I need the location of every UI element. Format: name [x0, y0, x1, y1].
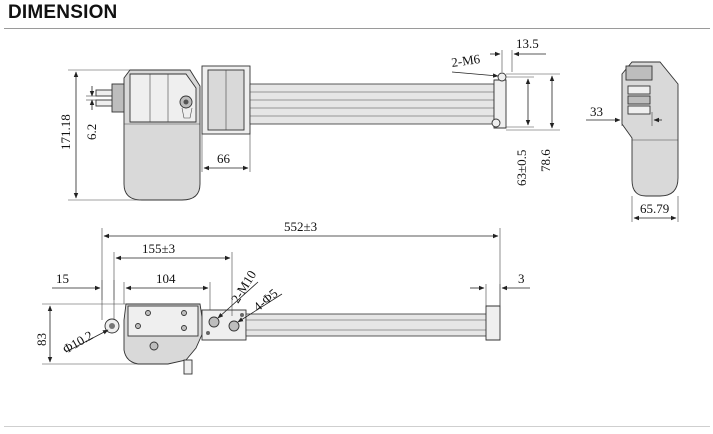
dim-end-height: 78.6: [538, 149, 553, 172]
side-housing: [621, 61, 679, 197]
dim-stroke-length: 552±3: [284, 219, 317, 234]
dim-mount-hole: 2-M6: [450, 51, 481, 70]
dim-width: 65.79: [640, 201, 669, 216]
side-vent-lower: [627, 105, 651, 115]
front-motor-cover: [127, 305, 199, 337]
mount-hole-lower: [491, 118, 501, 128]
dim-overall-height: 171.18: [58, 114, 73, 150]
side-vent-middle: [627, 95, 651, 105]
front-view: 552±3 155±3 104 15 83 Φ10.2 2-M10 4-Φ5: [34, 219, 530, 375]
dim-hole-spacing: 13.5: [516, 36, 539, 51]
page-title: DIMENSION: [8, 2, 118, 23]
dim-end-tab: 3: [518, 271, 525, 286]
front-rod-end: [485, 305, 501, 341]
mount-hole-upper: [497, 72, 507, 82]
dim-base-length: 155±3: [142, 241, 175, 256]
dim-motor-length: 104: [156, 271, 176, 286]
dim-height: 83: [34, 333, 49, 346]
side-view: 33 65.79: [586, 61, 679, 222]
top-view: 171.18 6.2 66 2-M6 13.5 63±0.5 78.6: [58, 36, 560, 201]
extension-rod: [249, 83, 495, 125]
front-extension-rod: [245, 313, 497, 337]
drive-block: [201, 309, 247, 341]
title-divider: [4, 28, 710, 29]
cable-outlet: [183, 359, 193, 375]
dim-base-offset: 15: [56, 271, 69, 286]
dim-depth: 33: [590, 104, 603, 119]
dim-hole-offset: 63±0.5: [514, 150, 529, 186]
housing-cover: [129, 73, 197, 123]
dim-housing-width: 66: [217, 151, 231, 166]
bottom-divider: [4, 426, 710, 427]
side-top-cap: [625, 65, 653, 81]
side-vent-upper: [627, 85, 651, 95]
dim-pivot-diameter: Φ10.2: [60, 327, 95, 356]
dim-connector-offset: 6.2: [84, 124, 99, 140]
dim-small-holes: 4-Φ5: [250, 286, 280, 315]
